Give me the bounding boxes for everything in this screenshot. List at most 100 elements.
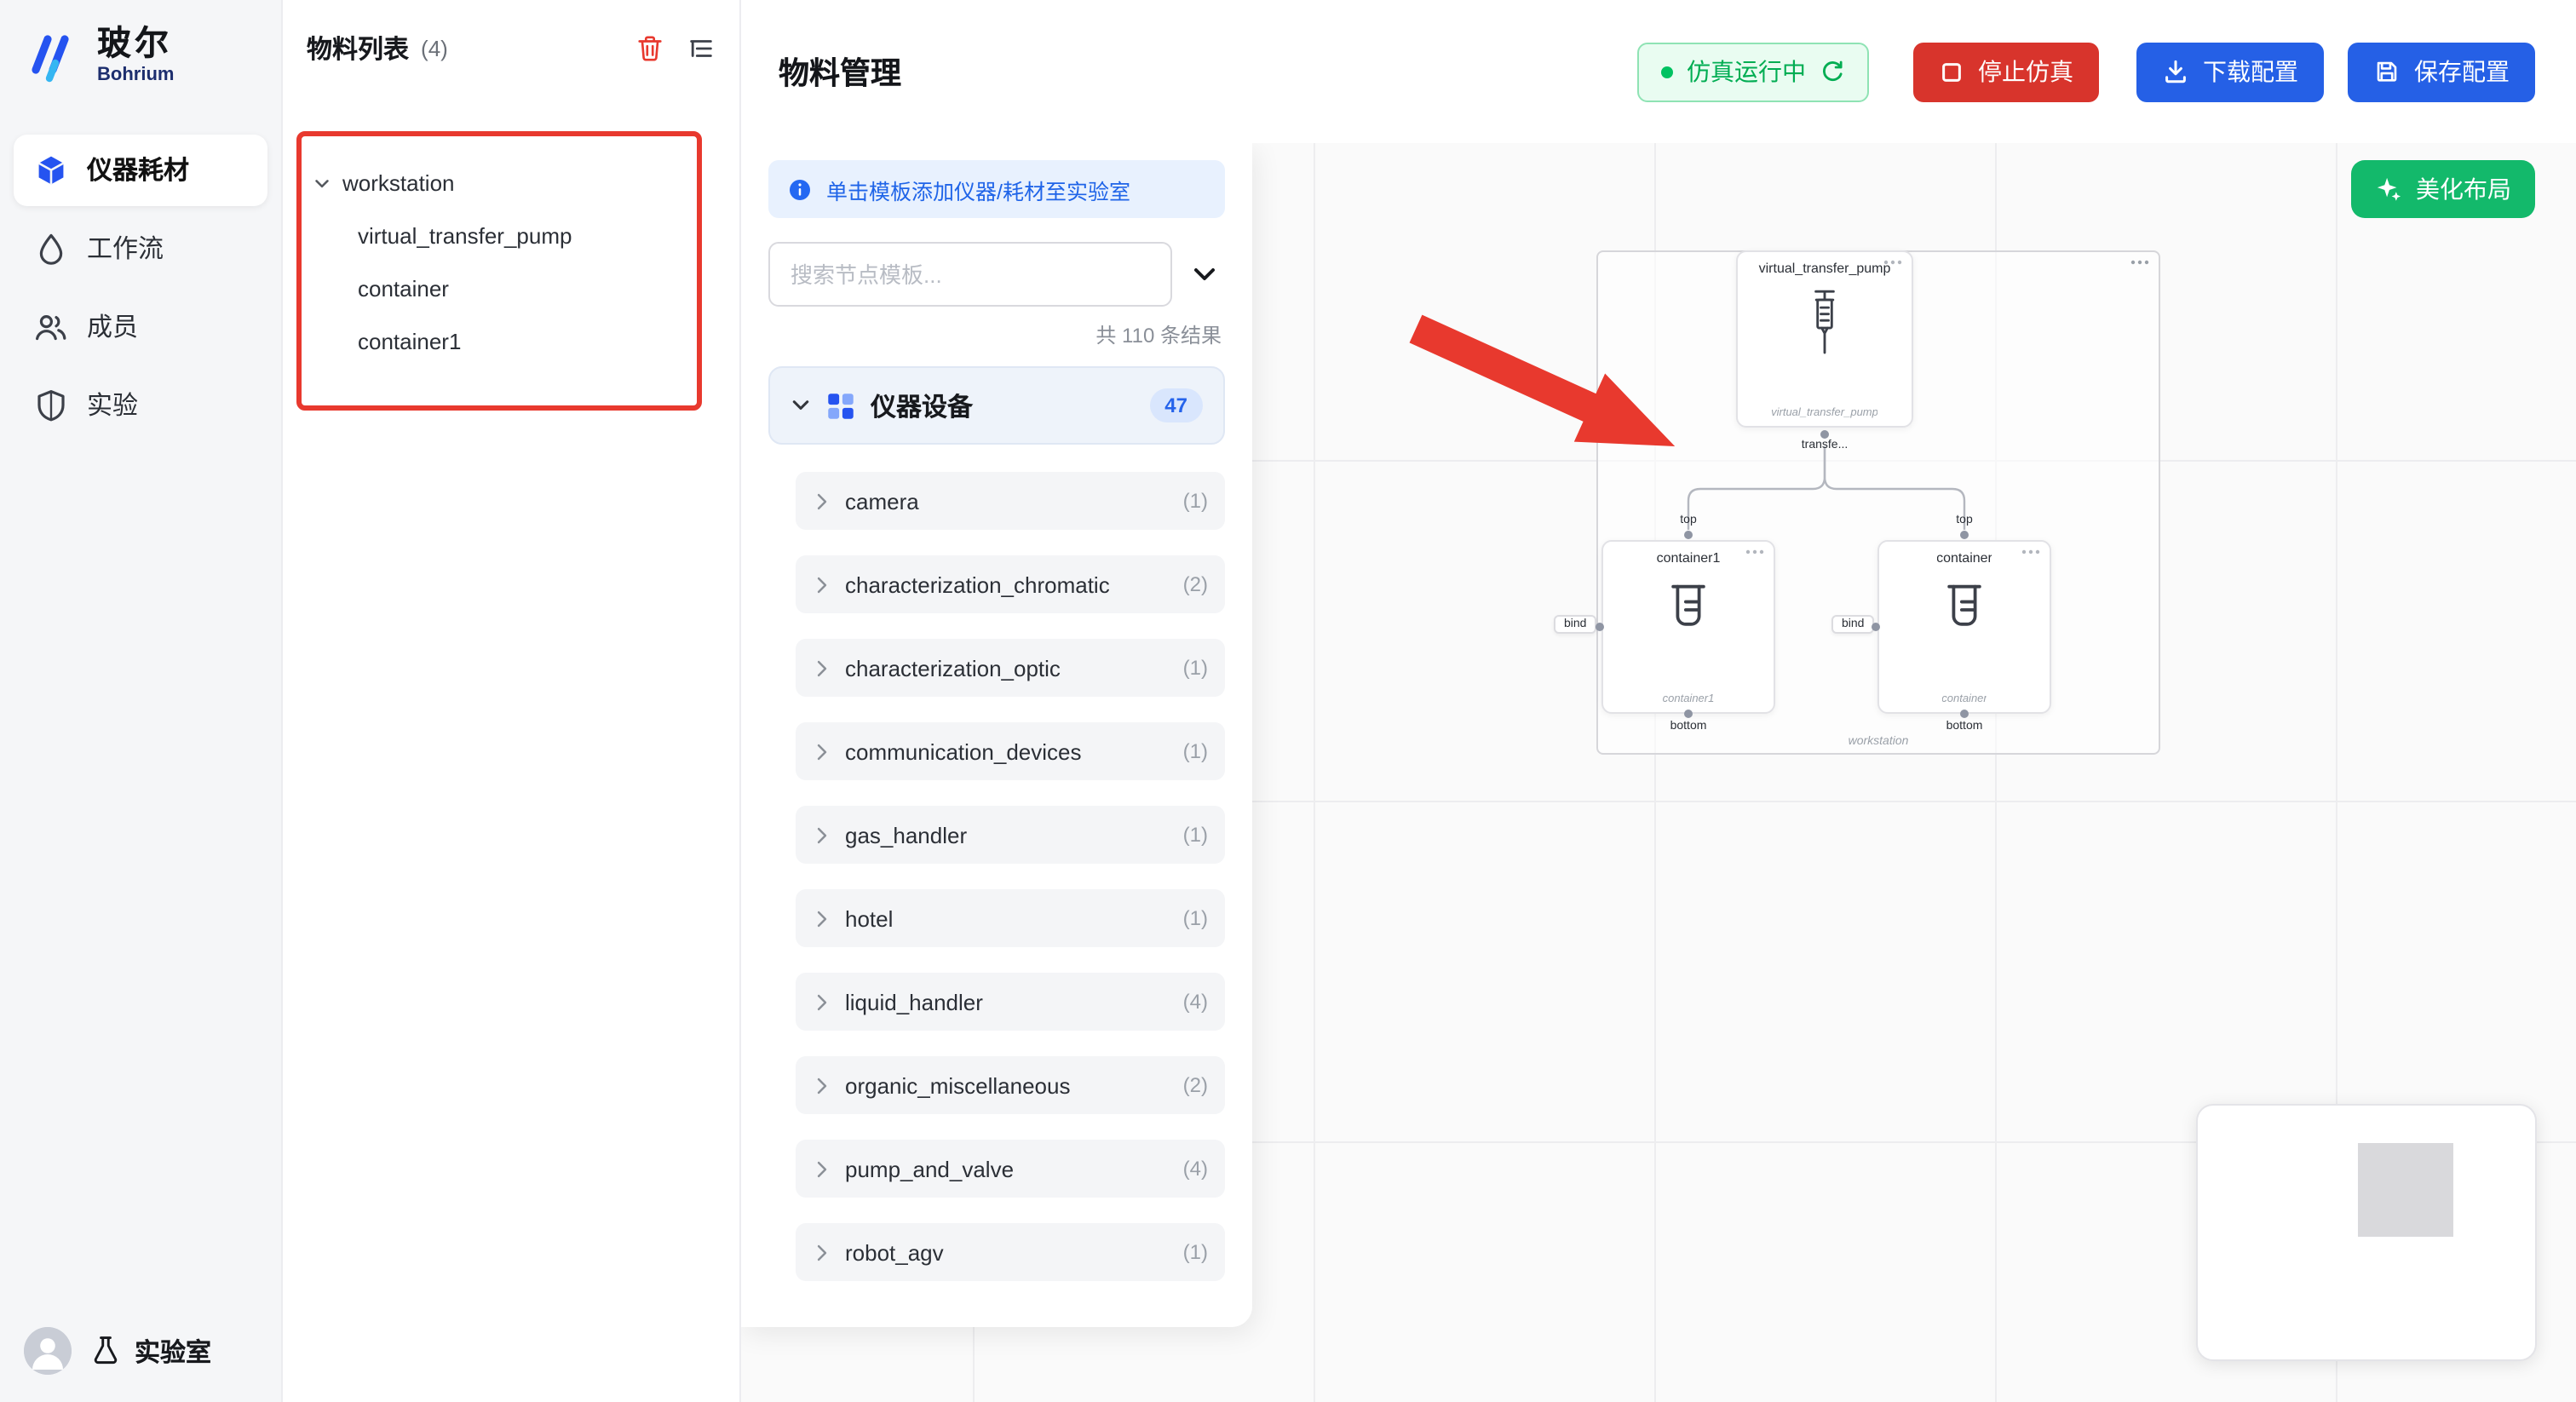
tree-node-pump[interactable]: virtual_transfer_pump <box>313 210 712 262</box>
port-label-bottom: bottom <box>1670 721 1707 733</box>
brand-logo: 玻尔 Bohrium <box>14 24 267 113</box>
main-area: 物料管理 仿真运行中 停止仿真 下载配置 <box>741 0 2576 1402</box>
category-instruments[interactable]: 仪器设备 47 <box>768 366 1225 445</box>
beaker-icon <box>1671 584 1705 626</box>
port-dot-bind[interactable] <box>1872 623 1880 631</box>
template-item-count: (1) <box>1182 656 1208 680</box>
more-icon[interactable] <box>1745 549 1765 555</box>
lab-switcher[interactable]: 实验室 <box>89 1333 211 1369</box>
tree-node-label: virtual_transfer_pump <box>358 223 572 249</box>
sidebar-item-label: 工作流 <box>87 235 164 265</box>
chevron-right-icon <box>817 1160 827 1177</box>
beautify-layout-button[interactable]: 美化布局 <box>2351 160 2535 218</box>
template-item-communication-devices[interactable]: communication_devices (1) <box>796 722 1225 780</box>
chevron-right-icon <box>817 576 827 593</box>
template-item-hotel[interactable]: hotel (1) <box>796 889 1225 947</box>
beautify-label: 美化布局 <box>2416 175 2511 203</box>
brand-name-zh: 玻尔 <box>97 26 172 63</box>
save-config-button[interactable]: 保存配置 <box>2348 42 2535 101</box>
tree-view-toggle[interactable] <box>687 33 716 62</box>
template-item-label: robot_agv <box>845 1239 944 1265</box>
template-item-label: organic_miscellaneous <box>845 1072 1071 1098</box>
template-item-count: (2) <box>1182 572 1208 596</box>
more-icon[interactable] <box>1883 259 1903 266</box>
chevron-right-icon <box>817 910 827 927</box>
port-label-top: top <box>1956 514 1973 526</box>
node-virtual-transfer-pump[interactable]: virtual_transfer_pump virtual_transfer_p… <box>1736 250 1913 428</box>
port-dot-bottom[interactable] <box>1684 710 1693 718</box>
chevron-right-icon <box>817 826 827 843</box>
sidebar-item-label: 成员 <box>87 313 139 343</box>
materials-title: 物料列表 <box>307 35 410 64</box>
info-icon <box>790 179 810 199</box>
template-item-label: characterization_optic <box>845 655 1061 681</box>
results-count: 共 110 条结果 <box>1095 324 1222 348</box>
template-item-camera[interactable]: camera (1) <box>796 472 1225 530</box>
template-item-gas-handler[interactable]: gas_handler (1) <box>796 806 1225 864</box>
port-label-transfer: transfe... <box>1801 440 1849 451</box>
avatar[interactable] <box>24 1327 72 1375</box>
template-item-label: pump_and_valve <box>845 1156 1015 1181</box>
node-container1[interactable]: container1 container1 <box>1601 540 1775 714</box>
more-icon[interactable] <box>2130 259 2150 266</box>
panel-collapse-button[interactable] <box>1193 262 1216 286</box>
tree-node-label: workstation <box>342 170 455 196</box>
download-label: 下载配置 <box>2203 58 2298 85</box>
template-panel: 单击模板添加仪器/耗材至实验室 共 110 条结果 <box>741 143 1252 1327</box>
node-subtitle: virtual_transfer_pump <box>1771 407 1878 419</box>
template-item-characterization-chromatic[interactable]: characterization_chromatic (2) <box>796 555 1225 613</box>
chevron-down-icon <box>1194 268 1215 280</box>
refresh-icon[interactable] <box>1820 59 1845 84</box>
chevron-right-icon <box>817 492 827 509</box>
port-dot-transfer[interactable] <box>1820 430 1829 439</box>
minimap-viewport[interactable] <box>2358 1143 2453 1237</box>
more-icon[interactable] <box>2021 549 2041 555</box>
sidebar-item-workflow[interactable]: 工作流 <box>14 212 267 284</box>
materials-count: (4) <box>421 35 448 60</box>
sparkle-icon <box>2377 177 2401 201</box>
search-input[interactable] <box>768 242 1172 307</box>
person-icon <box>24 1327 72 1375</box>
template-item-count: (4) <box>1182 990 1208 1014</box>
sidebar-item-instruments[interactable]: 仪器耗材 <box>14 134 267 206</box>
node-subtitle: container <box>1941 693 1987 705</box>
grid-icon <box>828 393 854 418</box>
download-config-button[interactable]: 下载配置 <box>2136 42 2324 101</box>
port-dot-bind[interactable] <box>1596 623 1604 631</box>
port-dot-bottom[interactable] <box>1960 710 1969 718</box>
template-item-label: characterization_chromatic <box>845 572 1110 597</box>
chevron-down-icon <box>315 179 329 187</box>
droplet-icon <box>39 233 63 264</box>
tree-node-container1[interactable]: container1 <box>313 315 712 368</box>
template-item-pump-and-valve[interactable]: pump_and_valve (4) <box>796 1140 1225 1198</box>
template-item-robot-agv[interactable]: robot_agv (1) <box>796 1223 1225 1281</box>
lab-label: 实验室 <box>135 1338 212 1367</box>
sidebar-item-experiments[interactable]: 实验 <box>14 369 267 440</box>
simulation-status-pill[interactable]: 仿真运行中 <box>1637 42 1869 101</box>
node-container[interactable]: container container <box>1877 540 2051 714</box>
tree-node-container[interactable]: container <box>313 262 712 315</box>
tree-node-workstation[interactable]: workstation <box>313 157 712 210</box>
sidebar-item-members[interactable]: 成员 <box>14 290 267 362</box>
template-item-liquid-handler[interactable]: liquid_handler (4) <box>796 973 1225 1031</box>
template-item-count: (4) <box>1182 1157 1208 1181</box>
template-item-count: (2) <box>1182 1073 1208 1097</box>
cube-icon <box>37 155 65 184</box>
port-dot-top[interactable] <box>1960 531 1969 539</box>
delete-button[interactable] <box>635 33 664 62</box>
materials-panel: 物料列表 (4) <box>283 0 741 1402</box>
chevron-right-icon <box>817 993 827 1010</box>
node-title: container <box>1936 550 1992 566</box>
syringe-icon <box>1814 290 1835 354</box>
template-item-characterization-optic[interactable]: characterization_optic (1) <box>796 639 1225 697</box>
flow-canvas[interactable]: 单击模板添加仪器/耗材至实验室 共 110 条结果 <box>741 143 2576 1402</box>
template-item-label: liquid_handler <box>845 989 983 1014</box>
save-label: 保存配置 <box>2414 58 2510 85</box>
port-dot-top[interactable] <box>1684 531 1693 539</box>
list-tree-icon <box>690 39 712 56</box>
minimap[interactable] <box>2196 1104 2537 1361</box>
stop-simulation-button[interactable]: 停止仿真 <box>1913 42 2099 101</box>
template-item-organic-miscellaneous[interactable]: organic_miscellaneous (2) <box>796 1056 1225 1114</box>
sidebar: 玻尔 Bohrium 仪器耗材 工作流 <box>0 0 283 1402</box>
